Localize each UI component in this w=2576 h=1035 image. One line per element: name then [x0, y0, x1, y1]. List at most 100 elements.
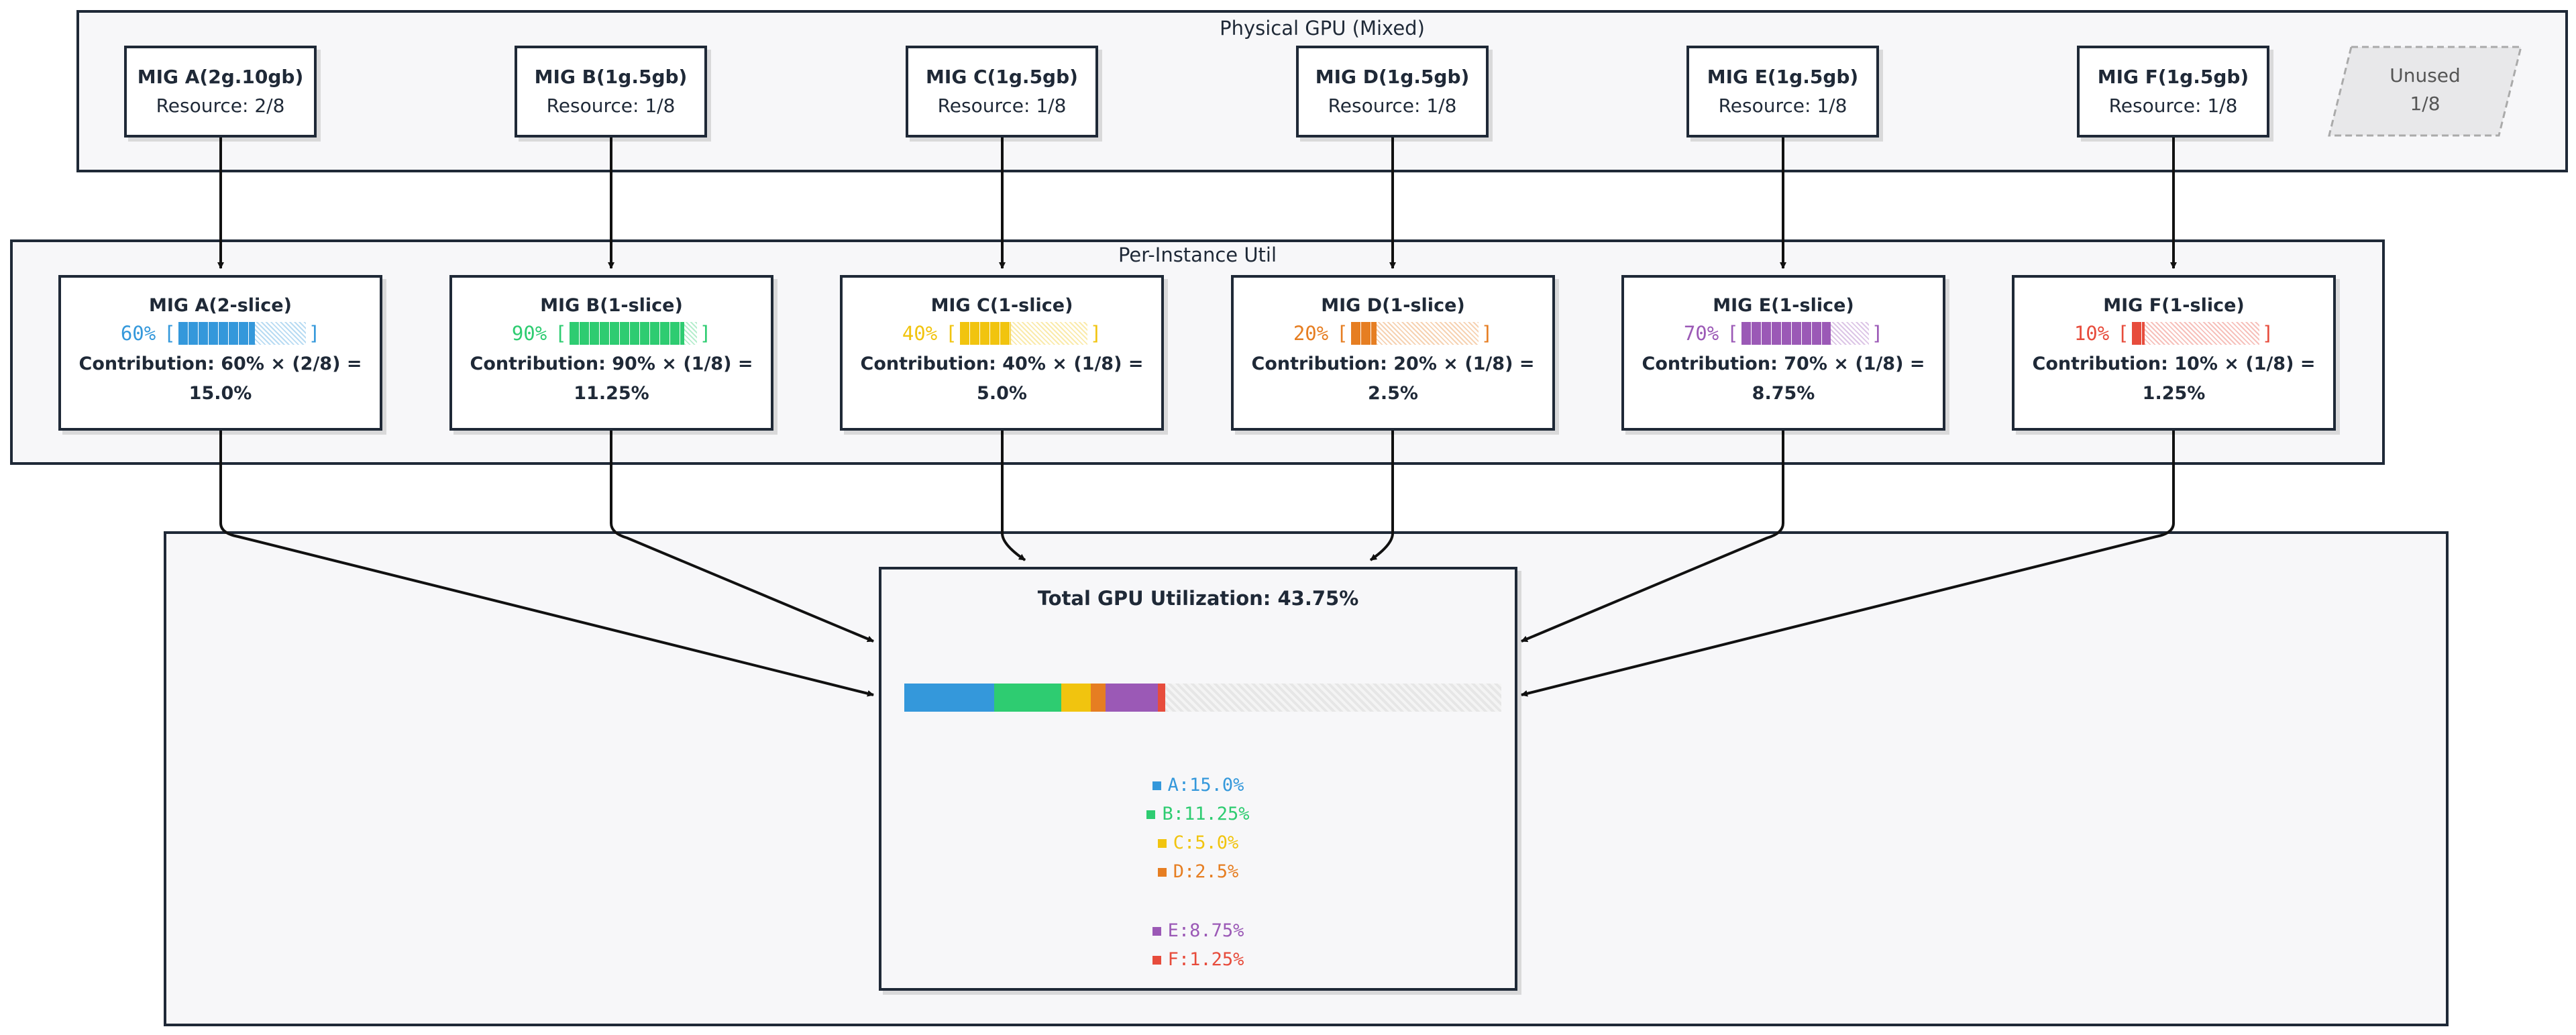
per-instance-group: Per-Instance Util: [10, 239, 2385, 465]
mig-node-d: MIG D(1g.5gb) Resource: 1/8: [1296, 46, 1489, 138]
mig-a-name: MIG A(2g.10gb): [137, 66, 304, 88]
instance-a-util-pct: 60%: [120, 322, 156, 345]
total-legend: A:15.0% B:11.25% C:5.0% D:2.5% E:8.75% F…: [881, 771, 1515, 974]
instance-c-util-pct: 40%: [902, 322, 938, 345]
mig-a-resource: Resource: 2/8: [156, 95, 285, 117]
instance-b-name: MIG B(1-slice): [540, 295, 683, 316]
total-segment-a: [904, 684, 994, 712]
mig-d-name: MIG D(1g.5gb): [1315, 66, 1470, 88]
unused-value: 1/8: [2410, 93, 2440, 115]
instance-a-util-empty: [254, 322, 306, 345]
instance-f-bracket-open: [: [2117, 322, 2129, 345]
arrow-c-instance-to-total: [1001, 431, 1026, 561]
instance-d-util-pct: 20%: [1293, 322, 1329, 345]
instance-b-contribution-result: 11.25%: [574, 383, 649, 404]
mig-node-a: MIG A(2g.10gb) Resource: 2/8: [124, 46, 317, 138]
instance-c-contribution-formula: Contribution: 40% × (1/8) =: [860, 353, 1144, 374]
instance-a-bracket-open: [: [164, 322, 176, 345]
arrow-f-instance-to-total: [1521, 431, 2175, 697]
instance-b-bracket-close: ]: [699, 322, 712, 345]
legend-swatch-b: [1146, 810, 1156, 819]
instance-b-util-row: 90% [ ]: [452, 320, 771, 347]
instance-a-bracket-close: ]: [308, 322, 321, 345]
mig-e-name: MIG E(1g.5gb): [1707, 66, 1859, 88]
instance-node-e: MIG E(1-slice) 70% [ ] Contribution: 70%…: [1621, 275, 1945, 431]
legend-item-e: E:8.75%: [881, 916, 1515, 945]
legend-label-c: C:5.0%: [1173, 832, 1239, 853]
instance-d-bracket-open: [: [1336, 322, 1348, 345]
legend-swatch-e: [1152, 927, 1161, 936]
legend-label-a: A:15.0%: [1167, 775, 1244, 796]
instance-c-util-empty: [1010, 322, 1087, 345]
instance-b-util-pct: 90%: [511, 322, 547, 345]
total-segment-c: [1061, 684, 1091, 712]
instance-f-util-fill: [2131, 322, 2145, 345]
instance-d-util-row: 20% [ ]: [1234, 320, 1552, 347]
instance-c-util-fill: [959, 322, 1011, 345]
instance-b-util-bar: [569, 322, 697, 345]
instance-node-c: MIG C(1-slice) 40% [ ] Contribution: 40%…: [840, 275, 1164, 431]
total-segment-d: [1091, 684, 1106, 712]
mig-d-resource: Resource: 1/8: [1328, 95, 1457, 117]
instance-node-f: MIG F(1-slice) 10% [ ] Contribution: 10%…: [2012, 275, 2336, 431]
instance-f-util-row: 10% [ ]: [2015, 320, 2333, 347]
legend-label-d: D:2.5%: [1173, 861, 1239, 882]
mig-c-name: MIG C(1g.5gb): [926, 66, 1078, 88]
legend-item-f: F:1.25%: [881, 945, 1515, 974]
instance-d-bracket-close: ]: [1481, 322, 1493, 345]
instance-d-name: MIG D(1-slice): [1321, 295, 1465, 316]
instance-e-bracket-close: ]: [1871, 322, 1884, 345]
instance-c-contribution: Contribution: 40% × (1/8) = 5.0%: [843, 349, 1161, 408]
instance-e-contribution-formula: Contribution: 70% × (1/8) =: [1642, 353, 1925, 374]
mig-b-name: MIG B(1g.5gb): [534, 66, 688, 88]
mig-c-resource: Resource: 1/8: [937, 95, 1067, 117]
instance-a-util-row: 60% [ ]: [61, 320, 380, 347]
instance-c-util-bar: [959, 322, 1087, 345]
instance-c-contribution-result: 5.0%: [977, 383, 1027, 404]
instance-f-util-empty: [2144, 322, 2259, 345]
instance-d-util-fill: [1350, 322, 1377, 345]
legend-item-c: C:5.0%: [881, 828, 1515, 857]
legend-item-b: B:11.25%: [881, 800, 1515, 828]
total-utilization-node: Total GPU Utilization: 43.75% A:15.0% B:…: [879, 567, 1517, 991]
legend-label-b: B:11.25%: [1162, 804, 1250, 824]
legend-item-d: D:2.5%: [881, 857, 1515, 886]
unused-label: Unused: [2390, 64, 2461, 87]
arrow-a-instance-to-total: [219, 431, 874, 697]
instance-e-contribution-result: 8.75%: [1752, 383, 1815, 404]
instance-c-bracket-open: [: [945, 322, 957, 345]
instance-a-util-fill: [178, 322, 255, 345]
total-utilization-bar: [904, 684, 1501, 712]
per-instance-title: Per-Instance Util: [1118, 243, 1277, 266]
instance-node-a: MIG A(2-slice) 60% [ ] Contribution: 60%…: [58, 275, 382, 431]
total-segment-b: [994, 684, 1061, 712]
instance-a-name: MIG A(2-slice): [149, 295, 292, 316]
total-utilization-title: Total GPU Utilization: 43.75%: [1037, 587, 1359, 610]
instance-e-util-bar: [1741, 322, 1869, 345]
instance-f-bracket-close: ]: [2261, 322, 2274, 345]
instance-f-util-bar: [2131, 322, 2259, 345]
instance-f-util-pct: 10%: [2074, 322, 2110, 345]
instance-a-util-bar: [178, 322, 306, 345]
instance-a-contribution-result: 15.0%: [189, 383, 252, 404]
mig-f-resource: Resource: 1/8: [2108, 95, 2238, 117]
legend-item-a: A:15.0%: [881, 771, 1515, 800]
legend-label-e: E:8.75%: [1167, 920, 1244, 941]
mig-node-f: MIG F(1g.5gb) Resource: 1/8: [2077, 46, 2269, 138]
instance-b-util-fill: [569, 322, 684, 345]
instance-b-contribution: Contribution: 90% × (1/8) = 11.25%: [452, 349, 771, 408]
unused-slice-label: Unused 1/8: [2328, 62, 2522, 118]
legend-label-f: F:1.25%: [1167, 949, 1244, 970]
instance-e-util-fill: [1741, 322, 1831, 345]
instance-e-util-pct: 70%: [1683, 322, 1719, 345]
arrow-d-instance-to-total: [1369, 431, 1394, 561]
instance-e-util-row: 70% [ ]: [1624, 320, 1943, 347]
instance-node-d: MIG D(1-slice) 20% [ ] Contribution: 20%…: [1231, 275, 1555, 431]
mig-node-c: MIG C(1g.5gb) Resource: 1/8: [906, 46, 1098, 138]
arrow-b-instance-to-total: [610, 431, 874, 643]
mig-node-b: MIG B(1g.5gb) Resource: 1/8: [515, 46, 707, 138]
instance-e-util-empty: [1830, 322, 1869, 345]
mig-node-e: MIG E(1g.5gb) Resource: 1/8: [1686, 46, 1879, 138]
arrow-e-instance-to-total: [1521, 431, 1784, 643]
